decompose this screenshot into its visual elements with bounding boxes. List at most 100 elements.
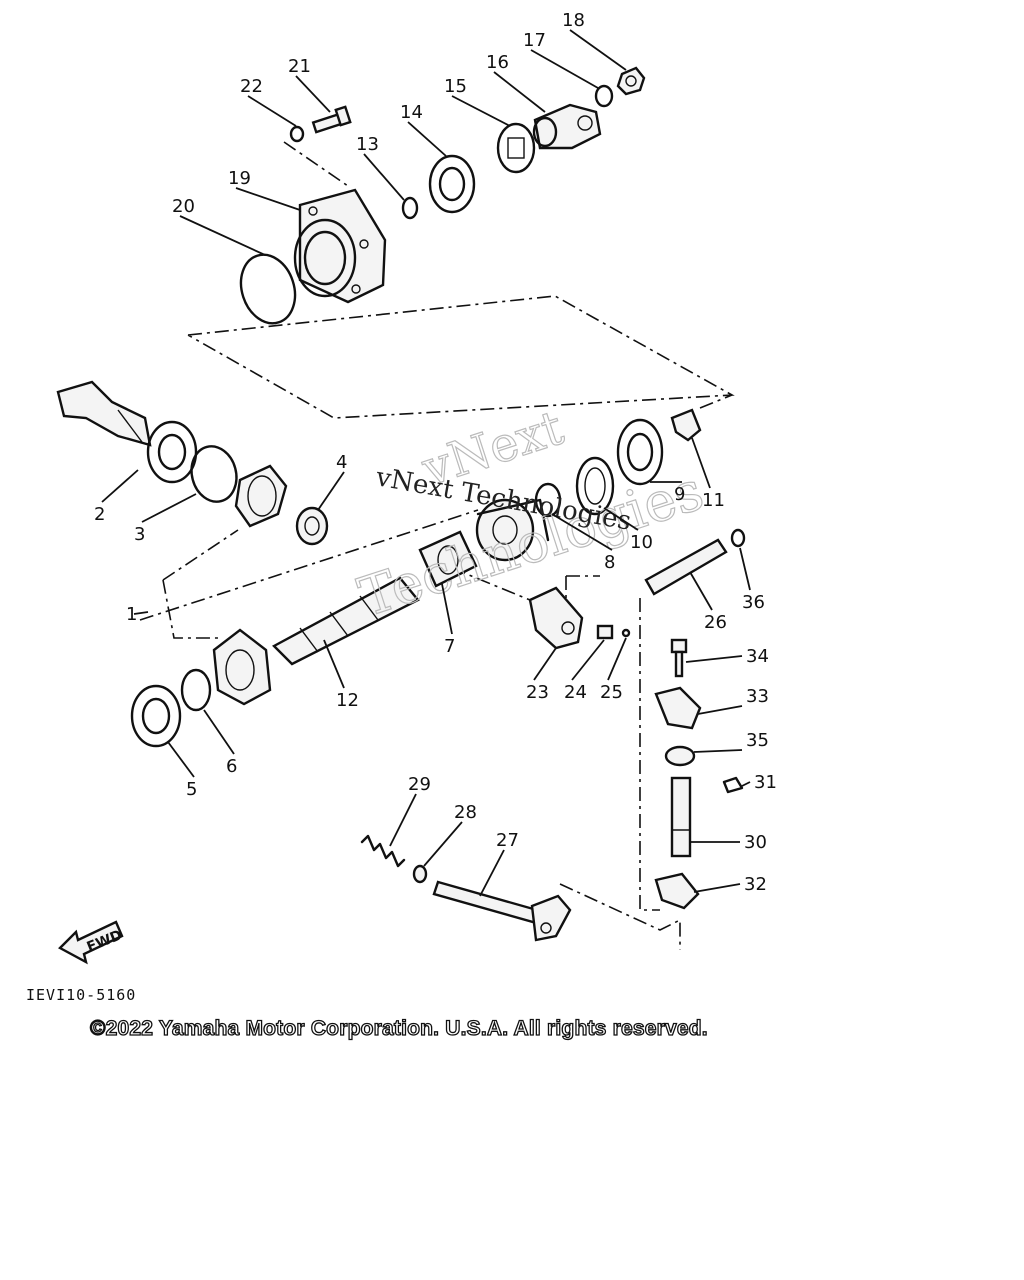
callout-27: 27 <box>496 830 519 851</box>
callout-4: 4 <box>336 452 347 473</box>
part-23-shift-fork <box>528 586 584 650</box>
callout-28: 28 <box>454 802 477 823</box>
callout-leader-27 <box>479 849 505 897</box>
callout-20: 20 <box>172 196 195 217</box>
callout-1: 1 <box>126 604 137 625</box>
callout-leader-28 <box>423 821 463 867</box>
callout-2: 2 <box>94 504 105 525</box>
callout-leader-34 <box>685 655 743 663</box>
part-31-clip <box>722 776 744 794</box>
callout-18: 18 <box>562 10 585 31</box>
part-1-bevel-gear-center <box>475 498 550 562</box>
part-7-dog-clutch <box>418 530 478 588</box>
callout-leader-25 <box>607 637 627 681</box>
callout-leader-31 <box>741 781 751 787</box>
callout-26: 26 <box>704 612 727 633</box>
part-16-universal-joint-yoke <box>532 103 602 150</box>
part-34-bolt <box>670 638 688 678</box>
part-6-shim <box>180 668 212 712</box>
callout-leader-21 <box>295 75 331 113</box>
part-26-shift-shaft <box>644 538 728 596</box>
part-36-circlip <box>730 528 746 548</box>
part-22-washer <box>289 125 305 143</box>
part-29-spring <box>360 834 406 868</box>
part-21-bolt <box>311 105 352 134</box>
part-19-bearing-housing <box>293 188 387 304</box>
part-5-bearing <box>130 684 182 748</box>
callout-7: 7 <box>444 636 455 657</box>
callout-3: 3 <box>134 524 145 545</box>
callout-5: 5 <box>186 779 197 800</box>
part-9-bearing <box>616 418 664 486</box>
part-25-ball <box>621 628 631 638</box>
part-15-oil-seal <box>496 122 536 174</box>
part-33-lever <box>654 686 702 730</box>
callout-16: 16 <box>486 52 509 73</box>
callout-32: 32 <box>744 874 767 895</box>
callout-leader-13 <box>363 153 405 201</box>
part-27-shift-rod <box>432 880 572 942</box>
fwd-arrow-icon: FWD <box>58 920 125 965</box>
callout-leader-1 <box>133 611 149 615</box>
callout-leader-24 <box>571 639 605 681</box>
callout-leader-14 <box>407 121 447 157</box>
callout-leader-2 <box>101 469 139 503</box>
callout-leader-23 <box>533 647 557 681</box>
callout-leader-33 <box>697 705 743 715</box>
part-20-o-ring <box>239 253 297 325</box>
callout-leader-10 <box>603 507 639 531</box>
part-24-spring <box>596 624 614 640</box>
callout-15: 15 <box>444 76 467 97</box>
callout-leader-8 <box>551 513 613 551</box>
callout-leader-12 <box>323 639 345 689</box>
part-4-collar <box>295 506 329 546</box>
part-13-circlip <box>401 196 419 220</box>
part-11-lock-washer <box>670 408 702 442</box>
callout-36: 36 <box>742 592 765 613</box>
callout-10: 10 <box>630 532 653 553</box>
callout-23: 23 <box>526 682 549 703</box>
callout-9: 9 <box>674 484 685 505</box>
callout-21: 21 <box>288 56 311 77</box>
callout-33: 33 <box>746 686 769 707</box>
callout-30: 30 <box>744 832 767 853</box>
callout-leader-22 <box>247 95 297 127</box>
part-32-lever <box>654 872 700 910</box>
callout-leader-15 <box>451 95 511 127</box>
part-2-bearing <box>146 420 198 484</box>
part-14-bearing <box>428 154 476 214</box>
part-1-bevel-gear-lower <box>212 628 272 706</box>
callout-17: 17 <box>523 30 546 51</box>
callout-35: 35 <box>746 730 769 751</box>
drive-shaft-left <box>56 380 152 447</box>
part-30-shift-shaft <box>670 776 692 858</box>
callout-leader-5 <box>167 741 195 778</box>
callout-6: 6 <box>226 756 237 777</box>
callout-13: 13 <box>356 134 379 155</box>
callout-14: 14 <box>400 102 423 123</box>
part-10-oil-seal <box>575 456 615 516</box>
callout-leader-18 <box>569 29 627 71</box>
callout-31: 31 <box>754 772 777 793</box>
part-1-bevel-gear-upper <box>234 464 288 528</box>
callout-leader-6 <box>203 709 235 755</box>
callout-leader-35 <box>693 749 743 753</box>
callout-leader-17 <box>530 49 599 89</box>
part-8-shim <box>534 482 562 518</box>
callout-12: 12 <box>336 690 359 711</box>
copyright-notice: ©2022 Yamaha Motor Corporation. U.S.A. A… <box>89 1016 708 1040</box>
callout-25: 25 <box>600 682 623 703</box>
part-3-o-ring <box>190 445 238 503</box>
callout-leader-3 <box>141 493 197 523</box>
callout-leader-29 <box>389 793 417 847</box>
callout-24: 24 <box>564 682 587 703</box>
callout-22: 22 <box>240 76 263 97</box>
callout-leader-32 <box>693 883 741 893</box>
callout-leader-20 <box>179 215 266 256</box>
callout-leader-16 <box>493 71 546 113</box>
callout-leader-4 <box>317 471 345 511</box>
part-12-main-shaft <box>272 576 420 666</box>
callout-leader-26 <box>689 571 713 611</box>
callout-leader-7 <box>441 583 453 635</box>
